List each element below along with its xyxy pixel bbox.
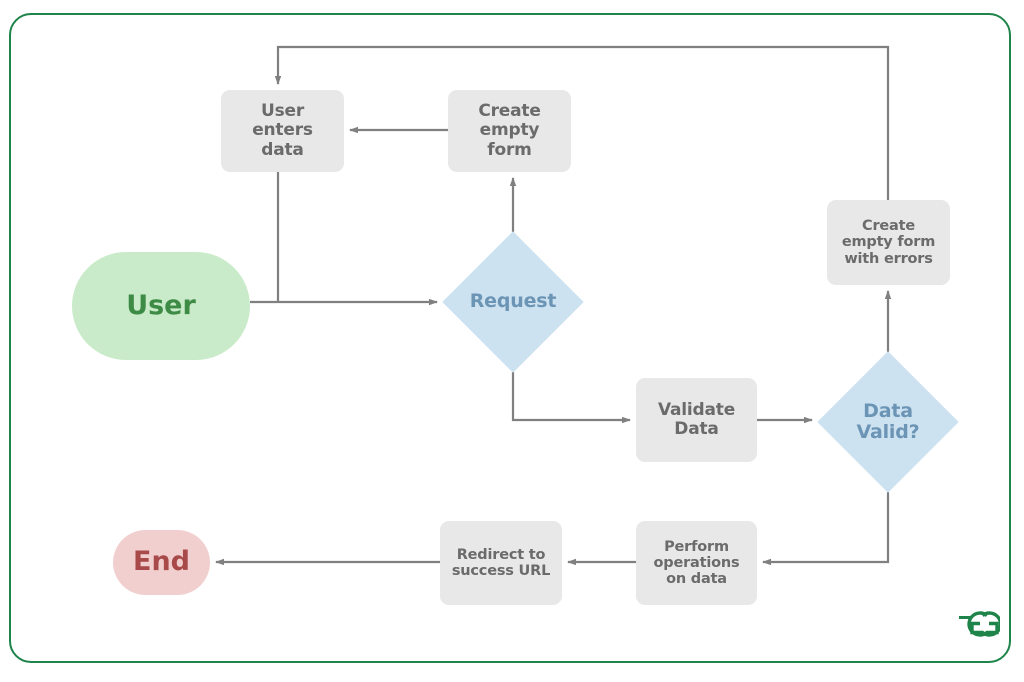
node-perform-operations-on-data-label: Perform operations on data	[653, 538, 740, 588]
node-user-enters-data-label: User enters data	[252, 101, 313, 160]
node-perform-operations-on-data[interactable]: Perform operations on data	[636, 521, 757, 605]
node-end[interactable]: End	[113, 530, 210, 595]
node-create-empty-form-with-errors-label: Create empty form with errors	[841, 218, 936, 267]
node-data-valid-label: Data Valid?	[856, 399, 920, 443]
node-create-empty-form[interactable]: Create empty form	[448, 90, 571, 172]
node-user-enters-data[interactable]: User enters data	[221, 90, 344, 172]
node-request[interactable]: Request	[442, 231, 584, 373]
node-end-label: End	[133, 546, 190, 578]
edge-data-valid-to-perform-ops	[762, 492, 890, 566]
geeksforgeeks-logo-icon	[959, 611, 1000, 637]
node-request-label: Request	[469, 290, 557, 313]
node-user[interactable]: User	[72, 252, 250, 360]
node-create-empty-form-label: Create empty form	[478, 101, 541, 160]
node-data-valid[interactable]: Data Valid?	[817, 351, 959, 493]
node-validate-data-label: Validate Data	[657, 399, 736, 439]
node-redirect-to-success-url-label: Redirect to success URL	[451, 546, 551, 579]
node-create-empty-form-with-errors[interactable]: Create empty form with errors	[827, 200, 950, 285]
node-user-label: User	[126, 289, 196, 321]
edge-request-to-validate	[511, 372, 631, 424]
node-redirect-to-success-url[interactable]: Redirect to success URL	[440, 521, 562, 605]
node-validate-data[interactable]: Validate Data	[636, 378, 757, 462]
edge-create-errors-to-user-enters	[274, 45, 890, 200]
